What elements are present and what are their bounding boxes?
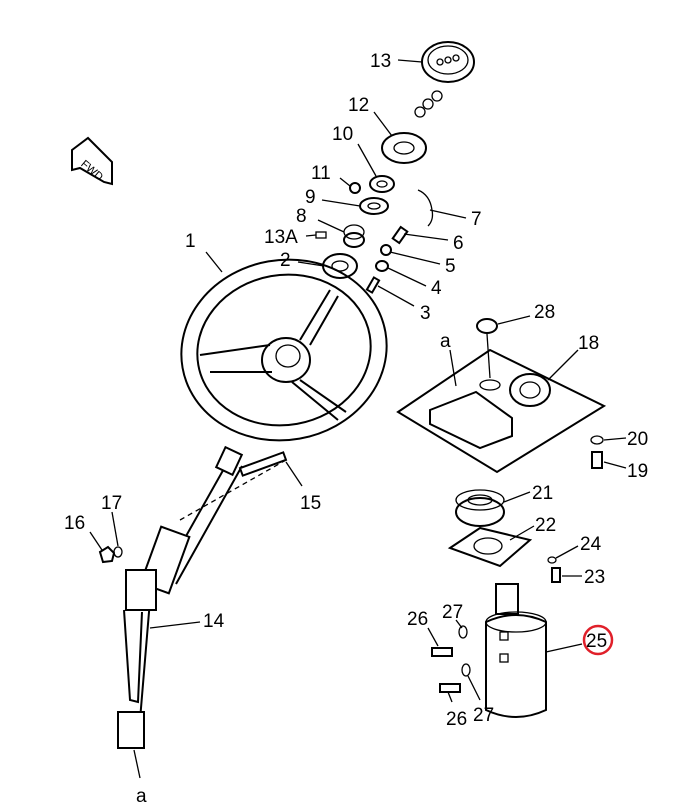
bolt-19-20: [590, 435, 604, 469]
nut-16-17: [98, 545, 123, 564]
label-27-top: 27: [442, 602, 463, 623]
label-26-top: 26: [407, 609, 428, 630]
contact-parts: [365, 225, 409, 294]
label-9: 9: [305, 187, 316, 208]
label-28: 28: [534, 302, 555, 323]
label-15: 15: [300, 493, 321, 514]
label-11: 11: [311, 163, 331, 184]
fwd-arrow-icon: FWD: [71, 136, 113, 186]
floor-plate: [396, 348, 607, 474]
label-12: 12: [348, 95, 369, 116]
label-a-bottom: a: [136, 786, 147, 806]
label-7: 7: [471, 209, 482, 230]
label-19: 19: [627, 461, 648, 482]
label-26-bottom: 26: [446, 709, 467, 730]
wire-7: [417, 189, 434, 227]
nut-11: [349, 182, 361, 194]
spring-8: [343, 224, 365, 248]
steering-wheel: [180, 258, 388, 442]
label-16: 16: [64, 513, 85, 534]
label-22: 22: [535, 515, 556, 536]
steering-unit-25: [485, 583, 547, 718]
label-1: 1: [185, 231, 196, 252]
label-20: 20: [627, 429, 648, 450]
clips: [414, 90, 443, 118]
label-21: 21: [532, 483, 553, 504]
cover-12: [381, 132, 427, 164]
label-13a: 13A: [264, 227, 298, 248]
bolt-23-24: [547, 556, 561, 583]
leader-lines: [89, 59, 627, 779]
label-23: 23: [584, 567, 605, 588]
label-3: 3: [420, 303, 431, 324]
label-13: 13: [370, 51, 391, 72]
label-17: 17: [101, 493, 122, 514]
gasket-22: [447, 526, 533, 568]
bolts-26-27: [431, 625, 471, 693]
label-27-bottom: 27: [473, 705, 494, 726]
label-18: 18: [578, 333, 599, 354]
seal-21: [455, 489, 505, 527]
label-2: 2: [280, 250, 291, 271]
steering-column: [117, 445, 288, 749]
label-a-top: a: [440, 331, 451, 352]
label-8: 8: [296, 206, 307, 227]
label-24: 24: [580, 534, 602, 555]
horn-cap: [421, 41, 475, 83]
highlight-circle: [582, 624, 614, 656]
label-6: 6: [453, 233, 464, 254]
label-14: 14: [203, 611, 225, 632]
nut-10: [369, 175, 395, 193]
key-13a: [315, 231, 327, 239]
label-25: 25: [586, 631, 607, 652]
washer-9: [359, 197, 389, 215]
label-5: 5: [445, 256, 456, 277]
label-4: 4: [431, 278, 442, 299]
part-labels: 13 12 10 11 9 8 13A 2 1 7 6 5 4 3 28 a 1…: [64, 51, 648, 806]
cap-28: [476, 318, 498, 334]
label-10: 10: [332, 124, 353, 145]
